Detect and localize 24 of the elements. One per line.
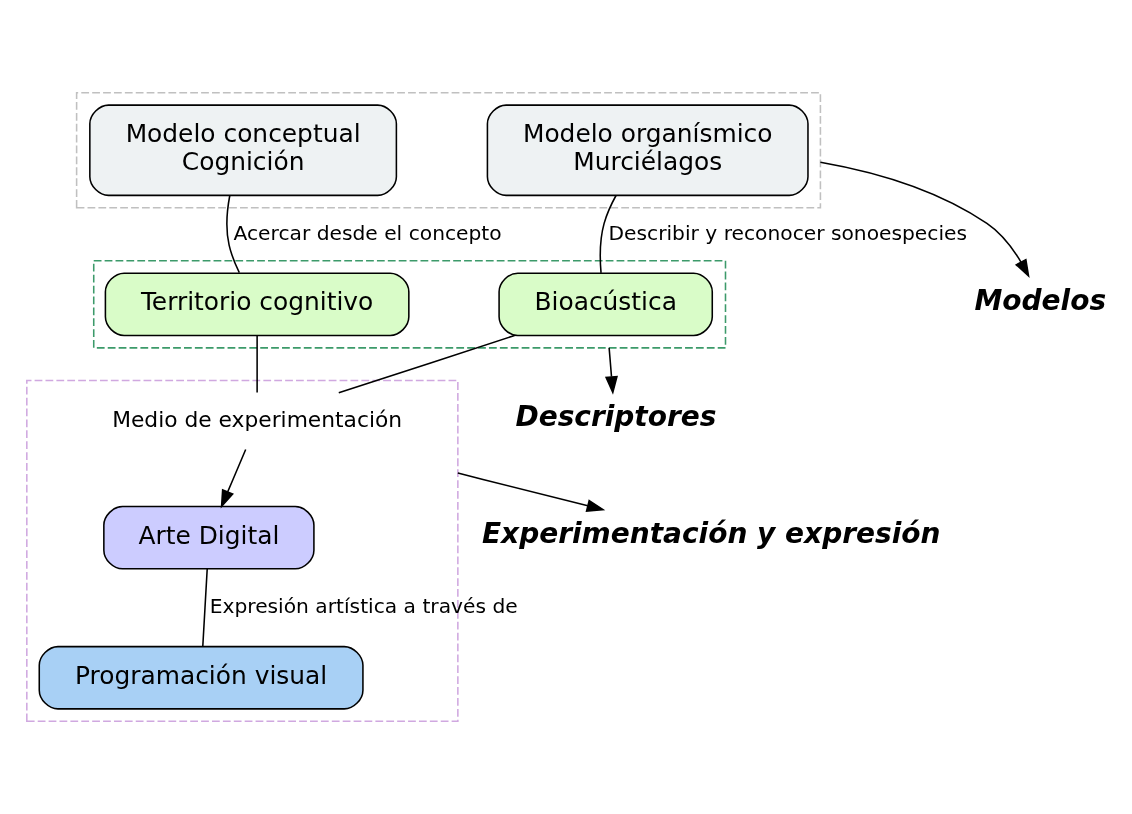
node-box: Programación visual [38, 645, 364, 710]
connector [226, 195, 241, 274]
node-text: Descriptores [515, 400, 717, 434]
node-box: Modelo organísmico Murciélagos [486, 104, 809, 197]
node-box: Arte Digital [103, 505, 315, 570]
edge-label: Describir y reconocer sonoespecies [608, 220, 967, 245]
node-box: Territorio cognitivo [104, 272, 410, 337]
node-text: Experimentación y expresión [481, 517, 941, 550]
connector [202, 568, 208, 648]
cluster [92, 259, 727, 349]
connector [599, 194, 617, 274]
node-text: Modelos [974, 283, 1107, 317]
arrow [220, 448, 247, 509]
arrow [604, 347, 618, 395]
node-box: Modelo conceptual Cognición [89, 104, 398, 197]
cluster [75, 91, 822, 209]
arrow [819, 161, 1030, 278]
arrow [457, 472, 606, 512]
node-box: Bioacústica [498, 272, 714, 337]
connector [338, 334, 516, 394]
node-text: Medio de experimentación [112, 406, 403, 432]
connector [256, 334, 258, 394]
edge-label: Acercar desde el concepto [233, 220, 502, 245]
edge-label: Expresión artística a través de [209, 594, 518, 619]
